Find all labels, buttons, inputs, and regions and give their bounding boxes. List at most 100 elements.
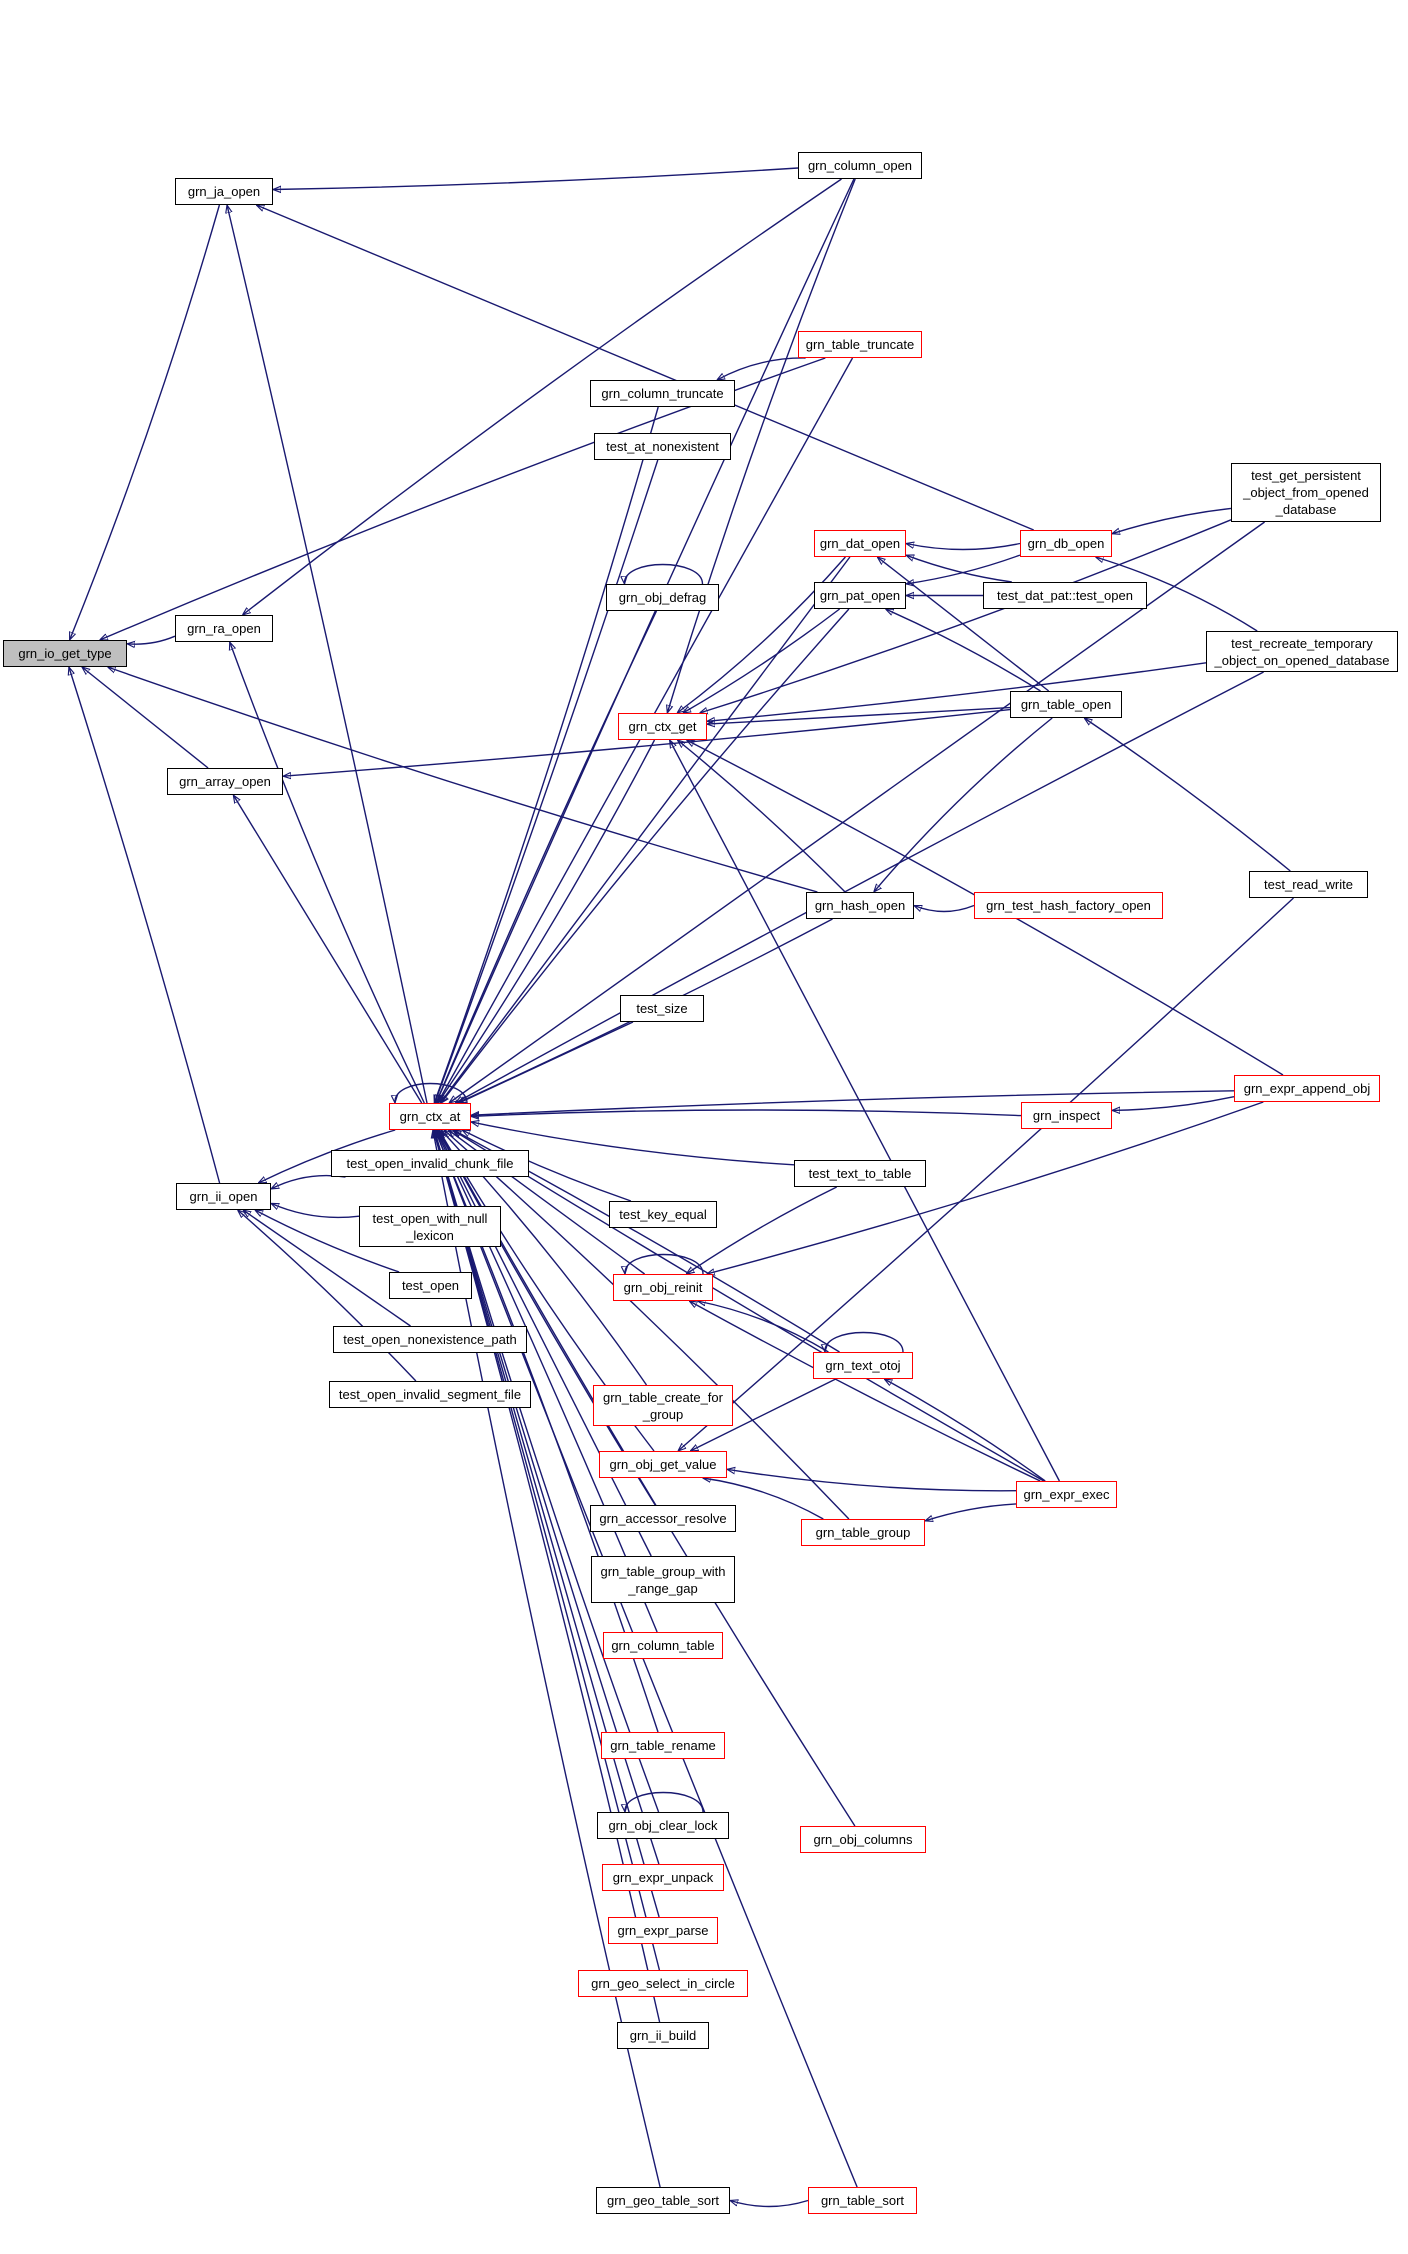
edge-ii_build-to-ctx_at <box>433 1130 661 2023</box>
edge-table_sort-to-geo_table_sort <box>730 2201 809 2208</box>
node-grn-table-group-with-range-gap[interactable]: grn_table_group_with _range_gap <box>591 1556 735 1603</box>
node-grn-ctx-get[interactable]: grn_ctx_get <box>618 713 707 740</box>
node-grn-expr-exec[interactable]: grn_expr_exec <box>1016 1481 1117 1508</box>
node-grn-text-otoj[interactable]: grn_text_otoj <box>813 1352 913 1379</box>
node-grn-obj-reinit[interactable]: grn_obj_reinit <box>613 1274 713 1301</box>
node-grn-test-hash-factory-open[interactable]: grn_test_hash_factory_open <box>974 892 1163 919</box>
edge-obj_reinit-to-obj_reinit <box>625 1253 704 1275</box>
edge-test_open_nonexistence_path-to-ii_open <box>243 1210 411 1327</box>
edge-expr_exec-to-text_otoj <box>884 1379 1046 1482</box>
edge-column_open-to-ra_open <box>243 178 842 615</box>
edge-dat_open-to-ctx_at <box>440 556 851 1103</box>
node-grn-column-open[interactable]: grn_column_open <box>798 152 922 179</box>
edge-db_open-to-dat_open <box>906 544 1021 551</box>
node-grn-table-create-for-group[interactable]: grn_table_create_for _group <box>593 1385 733 1426</box>
edge-test_recreate-to-db_open <box>1096 557 1258 632</box>
node-grn-obj-defrag[interactable]: grn_obj_defrag <box>606 584 719 611</box>
node-grn-expr-unpack[interactable]: grn_expr_unpack <box>602 1864 724 1891</box>
edge-test_get_persistent-to-ctx_get <box>700 519 1232 713</box>
node-test-size[interactable]: test_size <box>620 995 704 1022</box>
edge-ctx_at-to-ctx_at <box>395 1082 468 1104</box>
node-grn-geo-select-in-circle[interactable]: grn_geo_select_in_circle <box>578 1970 748 1997</box>
edge-table_open-to-ctx_get <box>707 706 1011 725</box>
node-grn-table-open[interactable]: grn_table_open <box>1010 691 1122 718</box>
edge-db_open-to-ja_open <box>256 204 1034 531</box>
edge-table_open-to-pat_open <box>886 608 1041 692</box>
node-grn-obj-get-value[interactable]: grn_obj_get_value <box>599 1451 727 1478</box>
edge-expr_exec-to-ctx_get <box>670 740 1061 1482</box>
node-grn-table-group[interactable]: grn_table_group <box>801 1519 925 1546</box>
node-test-key-equal[interactable]: test_key_equal <box>609 1201 717 1228</box>
node-grn-accessor-resolve[interactable]: grn_accessor_resolve <box>590 1505 736 1532</box>
node-test-text-to-table[interactable]: test_text_to_table <box>794 1160 926 1187</box>
edge-test_open-to-ii_open <box>255 1210 400 1273</box>
node-test-recreate-temporary-object[interactable]: test_recreate_temporary _object_on_opene… <box>1206 631 1398 672</box>
edge-inspect-to-ctx_at <box>471 1109 1022 1116</box>
node-test-open-nonexistence-path[interactable]: test_open_nonexistence_path <box>333 1326 527 1353</box>
node-grn-column-table[interactable]: grn_column_table <box>603 1632 723 1659</box>
edge-ja_open-to-io_get_type <box>68 204 221 640</box>
node-grn-ra-open[interactable]: grn_ra_open <box>175 615 273 642</box>
node-grn-expr-append-obj[interactable]: grn_expr_append_obj <box>1234 1075 1380 1102</box>
node-grn-hash-open[interactable]: grn_hash_open <box>806 892 914 919</box>
edge-expr_exec-to-ctx_at <box>453 1130 1045 1482</box>
node-grn-inspect[interactable]: grn_inspect <box>1021 1102 1112 1129</box>
node-test-open-invalid-chunk-file[interactable]: test_open_invalid_chunk_file <box>331 1150 529 1177</box>
edge-text_otoj-to-obj_get_value <box>690 1378 837 1451</box>
edge-table_open-to-hash_open <box>874 717 1053 892</box>
node-grn-io-get-type[interactable]: grn_io_get_type <box>3 640 127 667</box>
node-test-get-persistent-object[interactable]: test_get_persistent _object_from_opened … <box>1231 463 1381 522</box>
node-test-at-nonexistent[interactable]: test_at_nonexistent <box>594 433 731 460</box>
edge-ctx_get-to-ctx_at <box>438 739 656 1103</box>
edge-text_otoj-to-text_otoj <box>825 1331 904 1353</box>
edge-expr_append_obj-to-inspect <box>1112 1096 1235 1111</box>
edge-expr_exec-to-obj_get_value <box>727 1469 1017 1492</box>
node-grn-table-rename[interactable]: grn_table_rename <box>601 1732 725 1759</box>
edge-pat_open-to-ctx_get <box>683 608 841 713</box>
edge-obj_defrag-to-obj_defrag <box>624 563 704 585</box>
edge-test_open_invalid_chunk_file-to-ii_open <box>271 1174 346 1189</box>
edge-table_sort-to-ctx_at <box>435 1130 858 2188</box>
edge-ctx_at-to-ja_open <box>227 205 428 1104</box>
edge-test_open_invalid_segment_file-to-ii_open <box>238 1210 417 1382</box>
edge-hash_open-to-io_get_type <box>108 667 818 893</box>
edge-test_text_to_table-to-ctx_at <box>471 1122 795 1166</box>
edge-test_open_with_null_lexicon-to-ii_open <box>271 1202 360 1219</box>
node-grn-obj-columns[interactable]: grn_obj_columns <box>800 1826 926 1853</box>
edge-ctx_at-to-array_open <box>233 795 423 1104</box>
node-grn-column-truncate[interactable]: grn_column_truncate <box>590 380 735 407</box>
edge-test_read_write-to-obj_get_value <box>678 897 1294 1451</box>
node-grn-pat-open[interactable]: grn_pat_open <box>814 582 906 609</box>
node-test-open-with-null-lexicon[interactable]: test_open_with_null _lexicon <box>359 1206 501 1247</box>
edge-test_text_to_table-to-obj_reinit <box>686 1186 838 1274</box>
node-test-open-invalid-segment-file[interactable]: test_open_invalid_segment_file <box>329 1381 531 1408</box>
node-grn-expr-parse[interactable]: grn_expr_parse <box>608 1917 718 1944</box>
edge-expr_append_obj-to-obj_reinit <box>707 1101 1264 1274</box>
node-grn-ctx-at[interactable]: grn_ctx_at <box>389 1103 471 1130</box>
node-grn-db-open[interactable]: grn_db_open <box>1020 530 1112 557</box>
edge-test_read_write-to-table_open <box>1084 718 1291 872</box>
node-test-open[interactable]: test_open <box>389 1272 472 1299</box>
node-grn-geo-table-sort[interactable]: grn_geo_table_sort <box>596 2187 730 2214</box>
edge-ra_open-to-io_get_type <box>127 635 176 644</box>
node-grn-ii-build[interactable]: grn_ii_build <box>617 2022 709 2049</box>
node-grn-obj-clear-lock[interactable]: grn_obj_clear_lock <box>597 1812 729 1839</box>
edge-db_open-to-pat_open <box>906 554 1021 584</box>
node-grn-table-truncate[interactable]: grn_table_truncate <box>798 331 922 358</box>
node-test-dat-pat-test-open[interactable]: test_dat_pat::test_open <box>983 582 1147 609</box>
edge-expr_exec-to-table_group <box>925 1503 1017 1521</box>
edge-table_open-to-array_open <box>283 708 1011 777</box>
node-grn-ja-open[interactable]: grn_ja_open <box>175 178 273 205</box>
edge-array_open-to-io_get_type <box>82 667 209 769</box>
node-test-read-write[interactable]: test_read_write <box>1249 871 1368 898</box>
node-grn-ii-open[interactable]: grn_ii_open <box>176 1183 271 1210</box>
edge-test_size-to-ctx_at <box>459 1021 634 1103</box>
edge-column_open-to-ja_open <box>273 167 799 190</box>
node-grn-array-open[interactable]: grn_array_open <box>167 768 283 795</box>
node-grn-dat-open[interactable]: grn_dat_open <box>814 530 906 557</box>
edge-hash_open-to-ctx_get <box>677 740 846 893</box>
node-grn-table-sort[interactable]: grn_table_sort <box>808 2187 917 2214</box>
edge-test_get_persistent-to-ctx_at <box>449 521 1266 1103</box>
